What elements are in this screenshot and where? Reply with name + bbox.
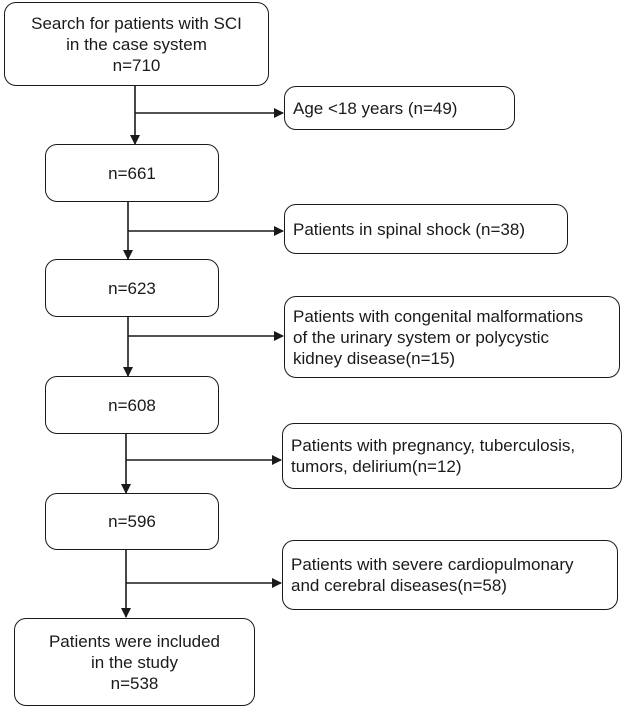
- exclusion-cardiopulmonary: Patients with severe cardiopulmonary and…: [282, 540, 618, 610]
- step-search-line-1: Search for patients with SCI: [31, 13, 242, 33]
- step-search-line-2: in the case system: [66, 34, 207, 54]
- step-included-count: n=538: [110, 673, 159, 693]
- exclusion-congenital-line-1: Patients with congenital malformations: [293, 306, 584, 326]
- step-2-count: n=661: [108, 163, 156, 183]
- step-3-count: n=623: [108, 278, 156, 298]
- step-4-count: n=608: [108, 395, 156, 415]
- step-included: Patients were included in the study n=53…: [14, 618, 255, 706]
- exclusion-spinal-shock: Patients in spinal shock (n=38): [284, 204, 568, 254]
- exclusion-age: Age <18 years (n=49): [284, 86, 515, 130]
- exclusion-pregnancy: Patients with pregnancy, tuberculosis, t…: [282, 423, 622, 489]
- step-5: n=596: [45, 493, 219, 550]
- exclusion-pregnancy-line-2: tumors, delirium(n=12): [291, 457, 462, 476]
- step-included-line-1: Patients were included: [48, 631, 221, 651]
- step-included-line-2: in the study: [91, 652, 178, 672]
- exclusion-cardiopulmonary-line-1: Patients with severe cardiopulmonary: [291, 555, 574, 574]
- step-2: n=661: [45, 144, 219, 202]
- step-5-count: n=596: [108, 512, 156, 531]
- exclusion-congenital-line-2: of the urinary system or polycystic: [293, 327, 550, 347]
- exclusion-spinal-shock-text: Patients in spinal shock (n=38): [293, 219, 525, 239]
- exclusion-cardiopulmonary-line-2: and cerebral diseases(n=58): [291, 576, 507, 595]
- step-3: n=623: [45, 259, 219, 317]
- exclusion-congenital: Patients with congenital malformations o…: [284, 296, 620, 378]
- exclusion-congenital-line-3: kidney disease(n=15): [293, 348, 456, 368]
- step-4: n=608: [45, 376, 219, 434]
- exclusion-age-text: Age <18 years (n=49): [293, 98, 458, 118]
- step-search: Search for patients with SCI in the case…: [4, 2, 269, 86]
- step-search-count: n=710: [112, 55, 161, 75]
- exclusion-pregnancy-line-1: Patients with pregnancy, tuberculosis,: [291, 436, 576, 455]
